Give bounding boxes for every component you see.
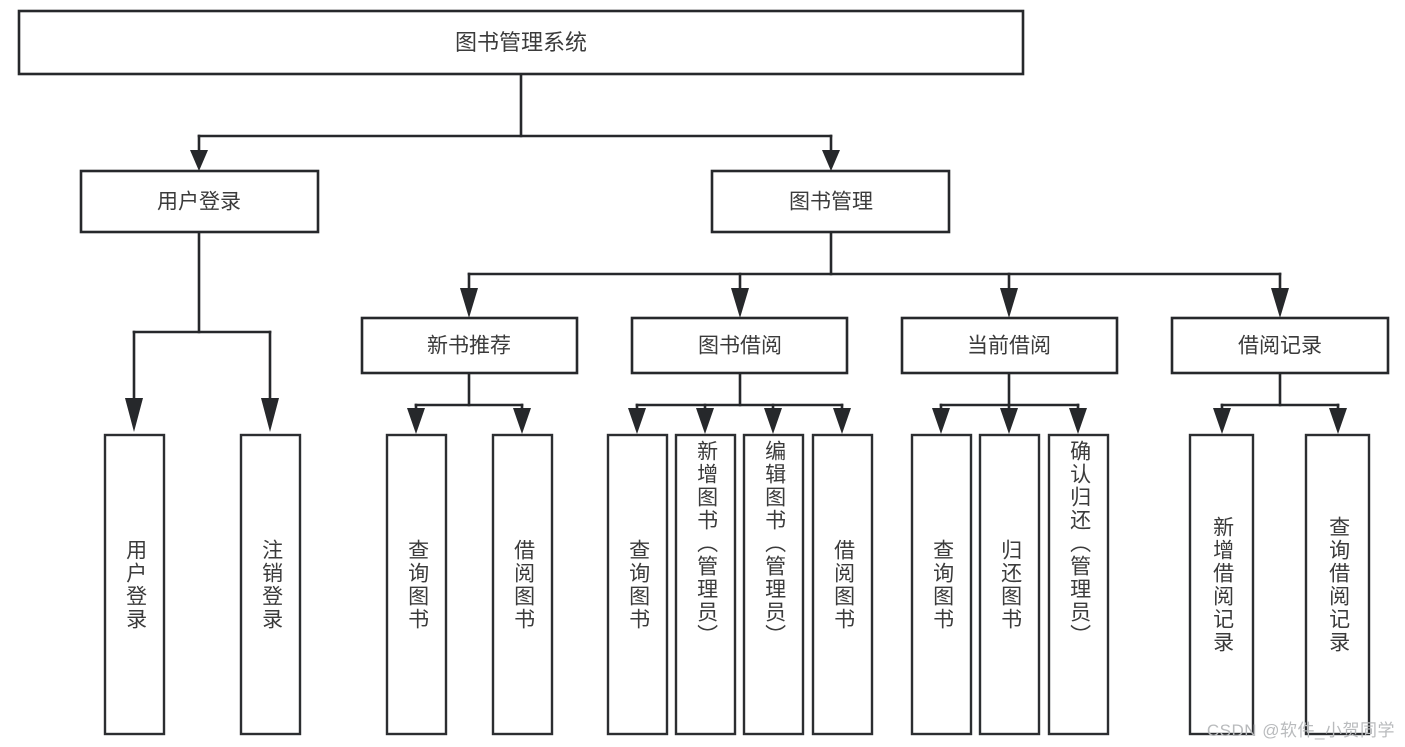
arrow-head-borrow-record [1271,288,1289,318]
arrow-head-book-borrow [731,288,749,318]
arrow-head-br-leaf2 [1329,408,1347,434]
arrow-head-cb-leaf3 [1069,408,1087,434]
arrow-head-book-manage [822,150,840,171]
leaf-box-user-login[interactable] [103,433,166,736]
arrow-head-bb-leaf1 [628,408,646,434]
node-root-box[interactable] [17,9,1025,76]
arrow-head-br-leaf1 [1213,408,1231,434]
node-book-manage[interactable]: 图书管理 [710,169,951,234]
leaf-box-nb-query-book[interactable] [385,433,448,736]
arrow-head-user-login [190,150,208,171]
node-user-login[interactable]: 用户登录 [79,169,320,234]
arrow-head-nb-leaf1 [407,408,425,434]
node-book-manage-label: 图书管理 [789,191,873,214]
leaf-box-br-query-record[interactable] [1304,433,1371,736]
arrow-head-bb-leaf4 [833,408,851,434]
node-new-book-recommend-label: 新书推荐 [427,335,511,358]
node-book-manage-box[interactable] [710,169,951,234]
arrow-head-nb-leaf2 [513,408,531,434]
node-book-borrow-label: 图书借阅 [698,335,782,358]
node-new-book-recommend-box[interactable] [360,316,579,375]
leaf-box-nb-borrow-book[interactable] [491,433,554,736]
connector-layer [125,72,1347,434]
leaf-box-br-add-record[interactable] [1188,433,1255,736]
arrow-head-new-book [460,288,478,318]
node-current-borrow-label: 当前借阅 [967,335,1051,358]
arrow-head-leaf-logout [261,398,279,432]
leaf-box-cb-return-book[interactable] [978,433,1041,736]
arrow-head-leaf-user-login [125,398,143,432]
node-borrow-record[interactable]: 借阅记录 [1170,316,1390,375]
node-borrow-record-label: 借阅记录 [1238,335,1322,358]
leaf-box-bb-borrow-book[interactable] [811,433,874,736]
arrow-head-cb-leaf1 [932,408,950,434]
node-root[interactable]: 图书管理系统 [17,9,1025,76]
leaf-box-logout[interactable] [239,433,302,736]
arrow-head-cb-leaf2 [1000,408,1018,434]
leaf-box-bb-add-book[interactable] [674,433,737,736]
arrow-head-bb-leaf2 [696,408,714,434]
csdn-watermark: CSDN @软件_小贺同学 [1206,721,1395,740]
node-user-login-label: 用户登录 [157,191,241,214]
node-borrow-record-box[interactable] [1170,316,1390,375]
node-book-borrow[interactable]: 图书借阅 [630,316,849,375]
arrow-head-current-borrow [1000,288,1018,318]
node-user-login-box[interactable] [79,169,320,234]
node-new-book-recommend[interactable]: 新书推荐 [360,316,579,375]
leaf-box-bb-edit-book[interactable] [742,433,805,736]
leaf-box-cb-query-book[interactable] [910,433,973,736]
node-root-label: 图书管理系统 [455,30,587,55]
arrow-head-bb-leaf3 [764,408,782,434]
node-current-borrow-box[interactable] [900,316,1119,375]
node-current-borrow[interactable]: 当前借阅 [900,316,1119,375]
leaf-box-bb-query-book[interactable] [606,433,669,736]
leaf-box-cb-confirm-return[interactable] [1047,433,1110,736]
node-book-borrow-box[interactable] [630,316,849,375]
